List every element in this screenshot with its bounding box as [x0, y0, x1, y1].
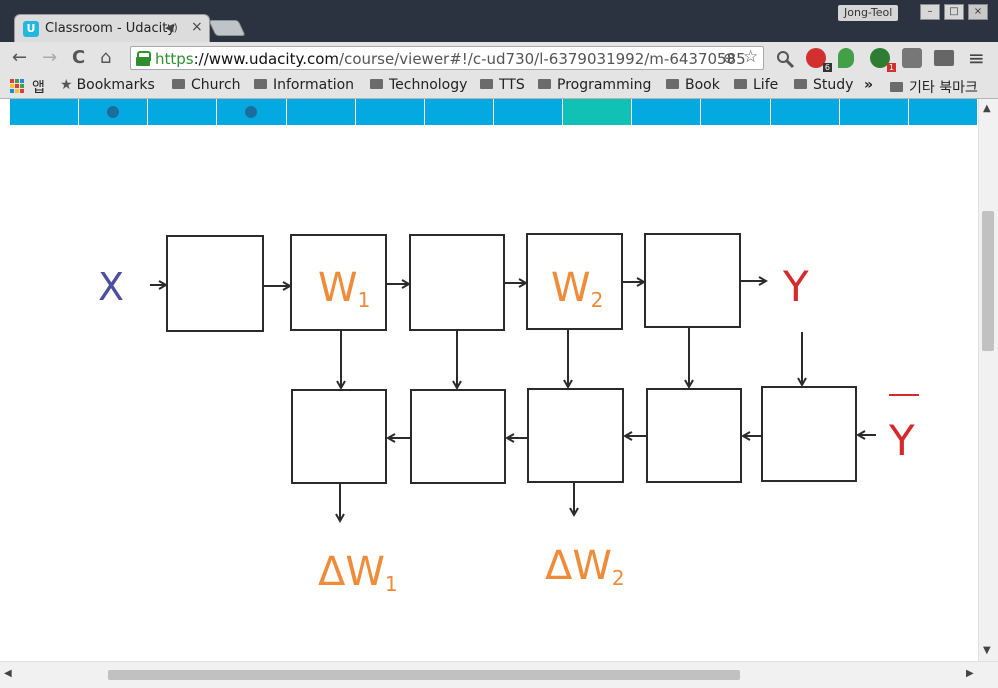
- backprop-diagram: X W1 W2 Y Y ΔW1 ΔW2: [98, 233, 919, 596]
- progress-segment[interactable]: [839, 99, 909, 125]
- camera-extension-icon[interactable]: [902, 48, 922, 68]
- folder-icon: [538, 79, 551, 89]
- scroll-right-arrow-icon[interactable]: ▶: [966, 668, 974, 679]
- progress-segment[interactable]: [424, 99, 494, 125]
- weight-w2-label: W2: [551, 265, 603, 312]
- horizontal-scroll-thumb[interactable]: [108, 670, 740, 680]
- tab-close-icon[interactable]: ×: [191, 19, 203, 35]
- bookmarks-bar: 앱 ★Bookmarks Church Information Technolo…: [0, 74, 998, 99]
- backward-block-5: [761, 386, 857, 482]
- bookmark-other-folder[interactable]: 기타 북마크: [890, 77, 978, 97]
- tab-title: Classroom - Udacity: [45, 21, 176, 36]
- bookmark-item-information[interactable]: Information: [254, 77, 354, 93]
- bookmark-item-study[interactable]: Study: [794, 77, 853, 93]
- bookmarks-overflow-button[interactable]: »: [864, 77, 874, 93]
- backward-block-1: [291, 389, 387, 484]
- bookmark-item-life[interactable]: Life: [734, 77, 778, 93]
- backward-block-3: [527, 388, 624, 483]
- backward-block-4: [646, 388, 742, 483]
- tab-audio-icon[interactable]: ◀): [165, 21, 178, 34]
- lock-icon: [137, 51, 151, 61]
- folder-icon: [370, 79, 383, 89]
- progress-segment[interactable]: [908, 99, 978, 125]
- folder-icon: [480, 79, 493, 89]
- horizontal-scrollbar[interactable]: ◀ ▶: [0, 661, 998, 688]
- gradient-dw1-label: ΔW1: [318, 549, 398, 596]
- evernote-leaf-icon[interactable]: [838, 48, 854, 68]
- progress-segment[interactable]: [355, 99, 425, 125]
- forward-block-1: [166, 235, 264, 332]
- extension-green-icon[interactable]: 1: [870, 48, 896, 72]
- vertical-scroll-thumb[interactable]: [982, 211, 994, 351]
- zoom-icon[interactable]: ⊕: [723, 49, 736, 67]
- scroll-up-arrow-icon[interactable]: ▲: [983, 103, 991, 114]
- browser-toolbar: ← → C ⌂ https://www.udacity.com/course/v…: [0, 42, 998, 74]
- bookmark-item-programming[interactable]: Programming: [538, 77, 651, 93]
- progress-dot-icon: [107, 106, 120, 118]
- folder-icon: [734, 79, 747, 89]
- weight-w1-label: W1: [318, 265, 370, 312]
- window-close-button[interactable]: ×: [968, 4, 988, 20]
- folder-icon: [794, 79, 807, 89]
- input-x-label: X: [98, 265, 124, 309]
- browser-tab-active[interactable]: U Classroom - Udacity ◀) ×: [14, 14, 210, 42]
- progress-segment[interactable]: [701, 99, 771, 125]
- udacity-favicon-icon: U: [23, 21, 39, 37]
- reload-icon[interactable]: C: [72, 47, 86, 68]
- progress-segment[interactable]: [79, 99, 149, 125]
- forward-block-5: [644, 233, 741, 328]
- backward-block-2: [410, 389, 506, 484]
- progress-segment[interactable]: [563, 99, 633, 125]
- bookmark-item-church[interactable]: Church: [172, 77, 241, 93]
- progress-segment[interactable]: [493, 99, 564, 125]
- bookmark-item-technology[interactable]: Technology: [370, 77, 467, 93]
- back-arrow-icon[interactable]: ←: [12, 47, 28, 68]
- progress-segment[interactable]: [770, 99, 840, 125]
- window-maximize-button[interactable]: □: [944, 4, 964, 20]
- progress-segment[interactable]: [217, 99, 287, 125]
- bookmark-item-tts[interactable]: TTS: [480, 77, 525, 93]
- menu-icon[interactable]: ≡: [968, 46, 985, 70]
- bookmark-item-bookmarks[interactable]: ★Bookmarks: [60, 77, 155, 93]
- new-tab-button[interactable]: [208, 20, 246, 36]
- bookmark-item-book[interactable]: Book: [666, 77, 720, 93]
- page-content: X W1 W2 Y Y ΔW1 ΔW2: [0, 99, 998, 688]
- bookmark-star-icon[interactable]: ☆: [743, 47, 759, 67]
- address-bar[interactable]: https://www.udacity.com/course/viewer#!/…: [130, 46, 764, 70]
- scroll-left-arrow-icon[interactable]: ◀: [4, 668, 12, 679]
- gradient-dw2-label: ΔW2: [545, 543, 625, 590]
- target-y-bar-label: Y: [888, 416, 915, 465]
- star-icon: ★: [60, 77, 73, 93]
- bookmark-apps[interactable]: 앱: [32, 80, 45, 96]
- search-extension-icon[interactable]: [776, 50, 795, 69]
- forward-block-3: [409, 234, 505, 331]
- adblock-icon[interactable]: 6: [806, 48, 832, 72]
- progress-segment[interactable]: [632, 99, 702, 125]
- progress-dot-icon: [245, 106, 258, 118]
- forward-arrow-icon[interactable]: →: [42, 47, 58, 68]
- scroll-down-arrow-icon[interactable]: ▼: [983, 645, 991, 656]
- folder-icon: [890, 82, 903, 92]
- window-titlebar: U Classroom - Udacity ◀) × Jong-Teol – □…: [0, 0, 998, 42]
- folder-icon: [172, 79, 185, 89]
- lesson-progress-bar: [10, 99, 978, 125]
- window-minimize-button[interactable]: –: [920, 4, 940, 20]
- progress-segment[interactable]: [148, 99, 218, 125]
- apps-grid-icon[interactable]: [10, 79, 24, 93]
- home-icon[interactable]: ⌂: [100, 47, 112, 68]
- output-y-label: Y: [782, 262, 809, 311]
- address-url[interactable]: https://www.udacity.com/course/viewer#!/…: [155, 50, 746, 68]
- folder-icon: [666, 79, 679, 89]
- screen-extension-icon[interactable]: [934, 50, 954, 66]
- profile-name-badge[interactable]: Jong-Teol: [838, 5, 899, 21]
- progress-segment[interactable]: [10, 99, 80, 125]
- folder-icon: [254, 79, 267, 89]
- vertical-scrollbar[interactable]: ▲ ▼: [978, 99, 998, 661]
- progress-segment[interactable]: [286, 99, 356, 125]
